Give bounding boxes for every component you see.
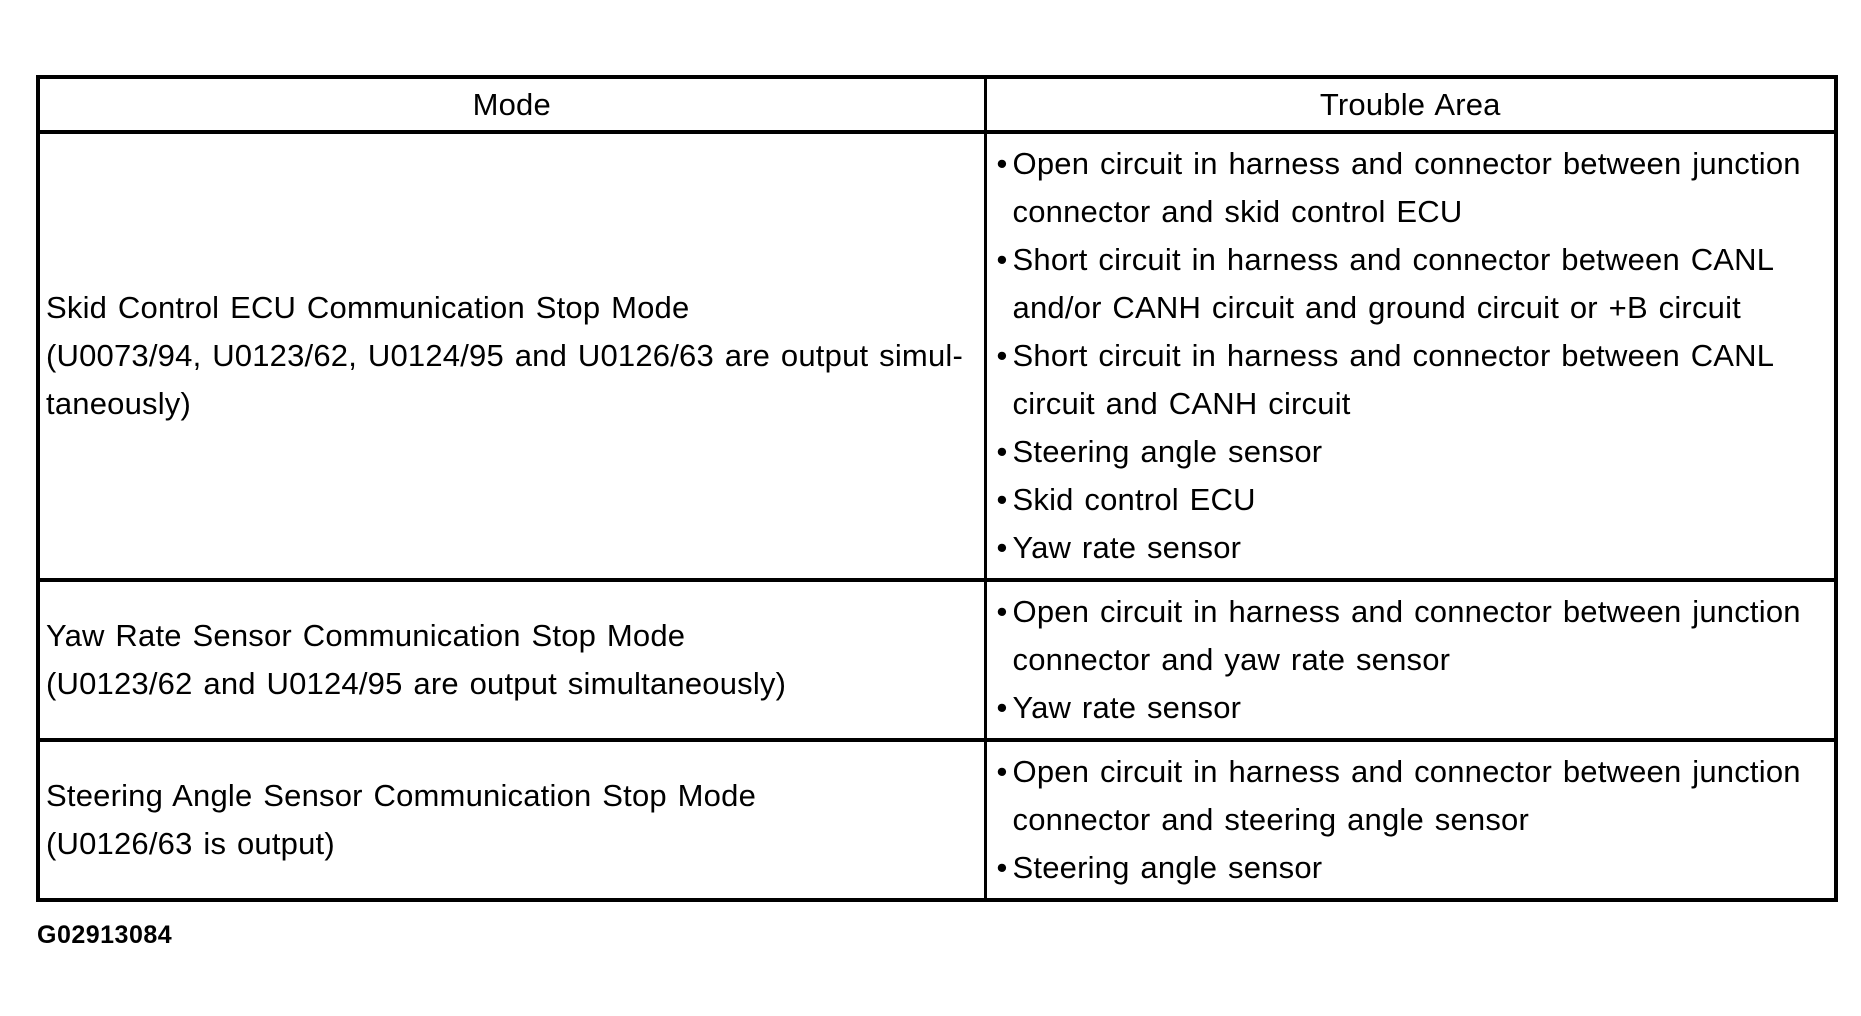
table-row: Skid Control ECU Communication Stop Mode… xyxy=(36,130,1838,582)
bullet-icon: • xyxy=(996,594,1008,629)
trouble-item: •Open circuit in harness and connector b… xyxy=(997,140,1821,236)
trouble-item-text: Open circuit in harness and connector be… xyxy=(1012,146,1801,229)
mode-cell: Steering Angle Sensor Communication Stop… xyxy=(36,738,987,902)
mode-line: (U0123/62 and U0124/95 are output simult… xyxy=(46,666,787,701)
trouble-item: •Skid control ECU xyxy=(997,476,1821,524)
trouble-item: •Open circuit in harness and connector b… xyxy=(997,588,1821,684)
trouble-item-text: Yaw rate sensor xyxy=(1012,530,1242,565)
trouble-item-text: Open circuit in harness and connector be… xyxy=(1012,754,1801,837)
trouble-area-cell: •Open circuit in harness and connector b… xyxy=(983,738,1838,902)
trouble-area-cell: •Open circuit in harness and connector b… xyxy=(983,130,1838,582)
mode-cell: Skid Control ECU Communication Stop Mode… xyxy=(36,130,987,582)
trouble-item: •Open circuit in harness and connector b… xyxy=(997,748,1821,844)
mode-line: Steering Angle Sensor Communication Stop… xyxy=(46,778,757,813)
column-header-mode: Mode xyxy=(36,75,987,134)
figure-id-caption: G02913084 xyxy=(37,921,173,949)
bullet-icon: • xyxy=(996,850,1008,885)
trouble-area-cell: •Open circuit in harness and connector b… xyxy=(983,578,1838,742)
trouble-item: •Short circuit in harness and connector … xyxy=(997,236,1821,332)
trouble-item: •Steering angle sensor xyxy=(997,844,1821,892)
table-row: Yaw Rate Sensor Communication Stop Mode (… xyxy=(36,578,1838,742)
mode-cell: Yaw Rate Sensor Communication Stop Mode (… xyxy=(36,578,987,742)
trouble-item-text: Short circuit in harness and connector b… xyxy=(1012,242,1774,325)
trouble-item: •Yaw rate sensor xyxy=(997,524,1821,572)
mode-line: (U0073/94, U0123/62, U0124/95 and U0126/… xyxy=(46,338,963,373)
table-header-row: Mode Trouble Area xyxy=(36,75,1838,134)
bullet-icon: • xyxy=(996,338,1008,373)
trouble-item: •Short circuit in harness and connector … xyxy=(997,332,1821,428)
mode-line: (U0126/63 is output) xyxy=(46,826,335,861)
column-header-trouble-area: Trouble Area xyxy=(983,75,1838,134)
trouble-item-text: Steering angle sensor xyxy=(1012,850,1323,885)
bullet-icon: • xyxy=(996,754,1008,789)
table-body: Skid Control ECU Communication Stop Mode… xyxy=(36,130,1838,902)
trouble-item-text: Yaw rate sensor xyxy=(1012,690,1242,725)
trouble-item-text: Steering angle sensor xyxy=(1012,434,1323,469)
table-row: Steering Angle Sensor Communication Stop… xyxy=(36,738,1838,902)
trouble-item-text: Short circuit in harness and connector b… xyxy=(1012,338,1774,421)
trouble-item: •Steering angle sensor xyxy=(997,428,1821,476)
mode-line: taneously) xyxy=(46,386,192,421)
trouble-item: •Yaw rate sensor xyxy=(997,684,1821,732)
bullet-icon: • xyxy=(996,434,1008,469)
bullet-icon: • xyxy=(996,530,1008,565)
bullet-icon: • xyxy=(996,482,1008,517)
bullet-icon: • xyxy=(996,146,1008,181)
bullet-icon: • xyxy=(996,690,1008,725)
mode-line: Yaw Rate Sensor Communication Stop Mode xyxy=(46,618,686,653)
bullet-icon: • xyxy=(996,242,1008,277)
mode-line: Skid Control ECU Communication Stop Mode xyxy=(46,290,690,325)
trouble-item-text: Open circuit in harness and connector be… xyxy=(1012,594,1801,677)
trouble-item-text: Skid control ECU xyxy=(1012,482,1256,517)
communication-stop-mode-table: Mode Trouble Area Skid Control ECU Commu… xyxy=(36,75,1838,902)
